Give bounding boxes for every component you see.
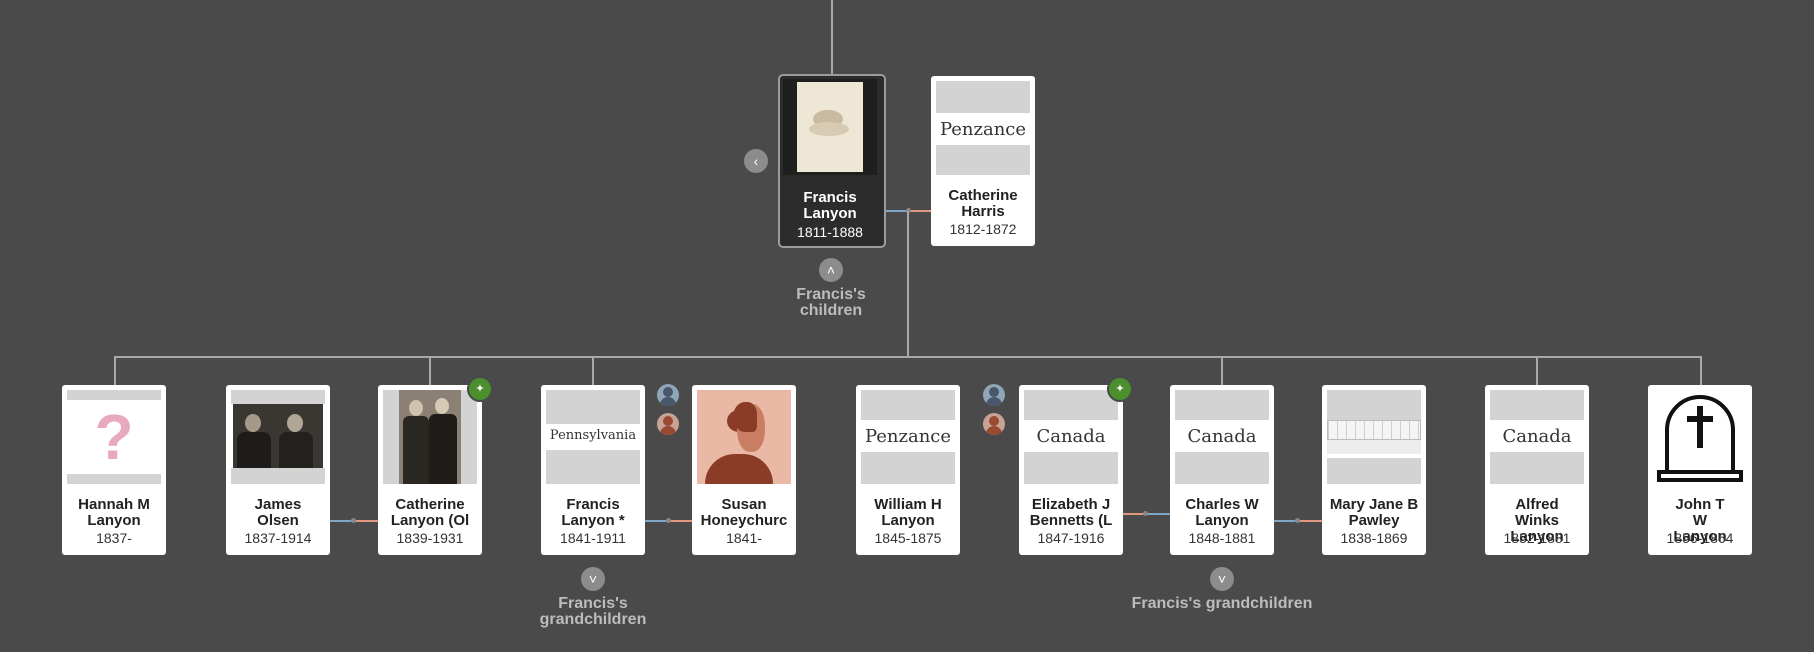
photo-print bbox=[797, 82, 863, 172]
hint-leaf-icon[interactable]: ✦ bbox=[1107, 376, 1133, 402]
chevron-left-icon[interactable]: ‹ bbox=[744, 149, 768, 173]
parent-connector bbox=[831, 0, 833, 76]
children-label: Francis's children bbox=[796, 286, 866, 319]
person-name: John T W Lanyon bbox=[1673, 497, 1727, 545]
person-name: Elizabeth J Bennetts (L bbox=[1029, 497, 1113, 529]
spouse-card[interactable]: Mary Jane B Pawley 1838-1869 bbox=[1322, 385, 1426, 555]
person-name: Mary Jane B Pawley bbox=[1329, 497, 1419, 529]
place-label: Canada bbox=[1187, 426, 1257, 447]
couple-photo bbox=[231, 390, 325, 484]
child-card[interactable]: Catherine Lanyon (Ol 1839-1931 bbox=[378, 385, 482, 555]
person-years: 1838-1869 bbox=[1340, 530, 1408, 546]
spouse-card[interactable]: Canada Charles W Lanyon 1848-1881 bbox=[1170, 385, 1274, 555]
person-years: 1837- bbox=[96, 530, 132, 546]
hint-leaf-icon[interactable]: ✦ bbox=[467, 376, 493, 402]
female-spouse-avatar-icon[interactable] bbox=[983, 413, 1005, 435]
unknown-photo: ? bbox=[67, 390, 161, 484]
place-photo: Canada bbox=[1024, 390, 1118, 484]
drop-line bbox=[114, 356, 116, 386]
couple-dot bbox=[1295, 518, 1300, 523]
person-years: 1841- bbox=[726, 530, 762, 546]
place-photo: Penzance bbox=[861, 390, 955, 484]
portrait-photo bbox=[383, 390, 477, 484]
place-label: Canada bbox=[1036, 426, 1106, 447]
female-spouse-avatar-icon[interactable] bbox=[657, 413, 679, 435]
person-years: 1841-1911 bbox=[560, 530, 626, 546]
male-spouse-avatar-icon[interactable] bbox=[657, 384, 679, 406]
person-years: 1847-1916 bbox=[1037, 530, 1105, 546]
children-bus bbox=[114, 356, 1702, 358]
person-name: Hannah M Lanyon bbox=[78, 497, 150, 529]
child-card[interactable]: John T W Lanyon 1856-1864 bbox=[1648, 385, 1752, 555]
chevron-down-icon[interactable]: ˅ bbox=[1210, 567, 1234, 591]
child-card[interactable]: Penzance William H Lanyon 1845-1875 bbox=[856, 385, 960, 555]
chevron-down-icon[interactable]: ˅ bbox=[581, 567, 605, 591]
place-label: Penzance bbox=[939, 119, 1027, 140]
place-photo: Pennsylvania bbox=[546, 390, 640, 484]
place-label: Canada bbox=[1502, 426, 1572, 447]
place-photo: Penzance bbox=[936, 81, 1030, 175]
couple-dot bbox=[906, 208, 911, 213]
person-name: Charles W Lanyon bbox=[1185, 497, 1259, 529]
question-mark-icon: ? bbox=[94, 401, 134, 473]
spouse-card[interactable]: Susan Honeychurc 1841- bbox=[692, 385, 796, 555]
child-card[interactable]: James Olsen 1837-1914 bbox=[226, 385, 330, 555]
children-trunk bbox=[907, 211, 909, 357]
headstone-icon bbox=[1653, 390, 1747, 484]
person-name: Susan Honeychurc bbox=[700, 497, 788, 529]
person-years: 1852-1881 bbox=[1503, 530, 1571, 546]
person-years: 1837-1914 bbox=[244, 530, 312, 546]
couple-dot bbox=[666, 518, 671, 523]
person-name: William H Lanyon bbox=[874, 497, 942, 529]
portrait-photo bbox=[783, 79, 877, 175]
child-card[interactable]: Canada Alfred Winks Lanyon 1852-1881 bbox=[1485, 385, 1589, 555]
drop-line bbox=[1221, 356, 1223, 386]
female-silhouette-icon bbox=[697, 390, 791, 484]
person-years: 1848-1881 bbox=[1188, 530, 1256, 546]
person-years: 1812-1872 bbox=[949, 221, 1017, 237]
drop-line bbox=[1536, 356, 1538, 386]
couple-dot bbox=[351, 518, 356, 523]
place-photo: Canada bbox=[1490, 390, 1584, 484]
person-name: James Olsen bbox=[254, 497, 302, 529]
place-label: Pennsylvania bbox=[549, 428, 637, 443]
grandchildren-label: Francis's grandchildren bbox=[1131, 595, 1313, 612]
couple-dot bbox=[1143, 511, 1148, 516]
person-name: Catherine Lanyon (Ol bbox=[390, 497, 470, 529]
child-card[interactable]: ? Hannah M Lanyon 1837- bbox=[62, 385, 166, 555]
child-card[interactable]: Canada Elizabeth J Bennetts (L 1847-1916 bbox=[1019, 385, 1123, 555]
place-label: Penzance bbox=[864, 426, 952, 447]
male-spouse-avatar-icon[interactable] bbox=[983, 384, 1005, 406]
place-photo: Canada bbox=[1175, 390, 1269, 484]
person-years: 1856-1864 bbox=[1666, 530, 1734, 546]
drop-line bbox=[592, 356, 594, 386]
chevron-up-icon[interactable]: ˄ bbox=[819, 258, 843, 282]
person-years: 1845-1875 bbox=[874, 530, 942, 546]
drop-line bbox=[1700, 356, 1702, 386]
person-name: Catherine Harris bbox=[948, 188, 1018, 220]
drop-line bbox=[429, 356, 431, 386]
focus-person-card[interactable]: Francis Lanyon 1811-1888 bbox=[778, 74, 886, 248]
person-name: Francis Lanyon bbox=[803, 190, 857, 222]
grandchildren-label: Francis's grandchildren bbox=[539, 595, 647, 628]
person-years: 1811-1888 bbox=[797, 224, 863, 240]
person-name: Alfred Winks Lanyon bbox=[1510, 497, 1564, 545]
spouse-card[interactable]: Penzance Catherine Harris 1812-1872 bbox=[931, 76, 1035, 246]
child-card[interactable]: Pennsylvania Francis Lanyon * 1841-1911 bbox=[541, 385, 645, 555]
person-name: Francis Lanyon * bbox=[561, 497, 625, 529]
person-years: 1839-1931 bbox=[396, 530, 464, 546]
document-record-photo bbox=[1327, 390, 1421, 484]
